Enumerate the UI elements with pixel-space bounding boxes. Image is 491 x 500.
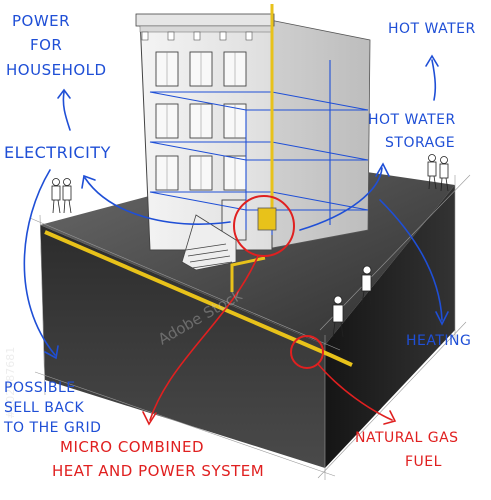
person-icon [439,156,449,192]
gas-callout-circle [290,335,324,369]
arrow-icon [84,177,231,225]
label-gas-line-1: NATURAL GAS [355,430,459,446]
label-sell-back-line-2: SELL BACK [4,400,84,416]
ground-left-side [40,225,325,468]
label-sell-back-line-3: TO THE GRID [3,420,101,436]
sketch-lines [29,174,471,480]
arrow-icon [149,255,259,421]
label-storage-line-1: HOT WATER [368,112,456,128]
townhouse [135,4,371,271]
label-storage-line-2: STORAGE [385,135,455,151]
chp-callout-circle [233,195,295,257]
arrow-icon [379,199,443,321]
label-sell-back-line-1: POSSIBLE [4,380,76,396]
chp-unit [257,207,277,231]
label-chp-line-1: MICRO COMBINED [60,438,204,456]
red-arrows [142,255,397,426]
label-electricity: ELECTRICITY [4,143,111,162]
label-chp-line-2: HEAT AND POWER SYSTEM [52,462,264,480]
label-power-line-2: FOR [30,36,62,54]
cornice [135,13,275,27]
blue-arrows [23,54,449,360]
arrow-icon [317,363,393,421]
label-power-line-1: POWER [12,12,70,30]
person-icon [62,178,72,214]
callout-circles [233,195,324,369]
person-icon [361,265,372,306]
person-icon [51,178,61,214]
label-heating: HEATING [406,333,471,349]
building-side [269,19,371,249]
arrow-icon [431,59,437,101]
blue-labels: POWER FOR HOUSEHOLD ELECTRICITY HOT WATE… [3,12,476,436]
label-power-line-3: HOUSEHOLD [6,61,107,79]
person-icon [427,154,437,190]
arrow-icon [62,91,71,131]
gas-pipe-main [44,230,353,367]
arrow-icon [299,167,383,231]
cornice-brackets [141,31,253,41]
person-icon [332,295,344,338]
label-hot-water: HOT WATER [388,21,476,37]
window-panes [166,52,236,190]
label-gas-line-2: FUEL [405,454,442,470]
gas-pipe-branch [230,256,266,292]
arrow-icon [23,169,56,356]
front-stairs [181,214,237,271]
people [51,154,449,338]
watermark-id: #102487681 [4,347,17,419]
red-labels: MICRO COMBINED HEAT AND POWER SYSTEM NAT… [52,430,459,480]
